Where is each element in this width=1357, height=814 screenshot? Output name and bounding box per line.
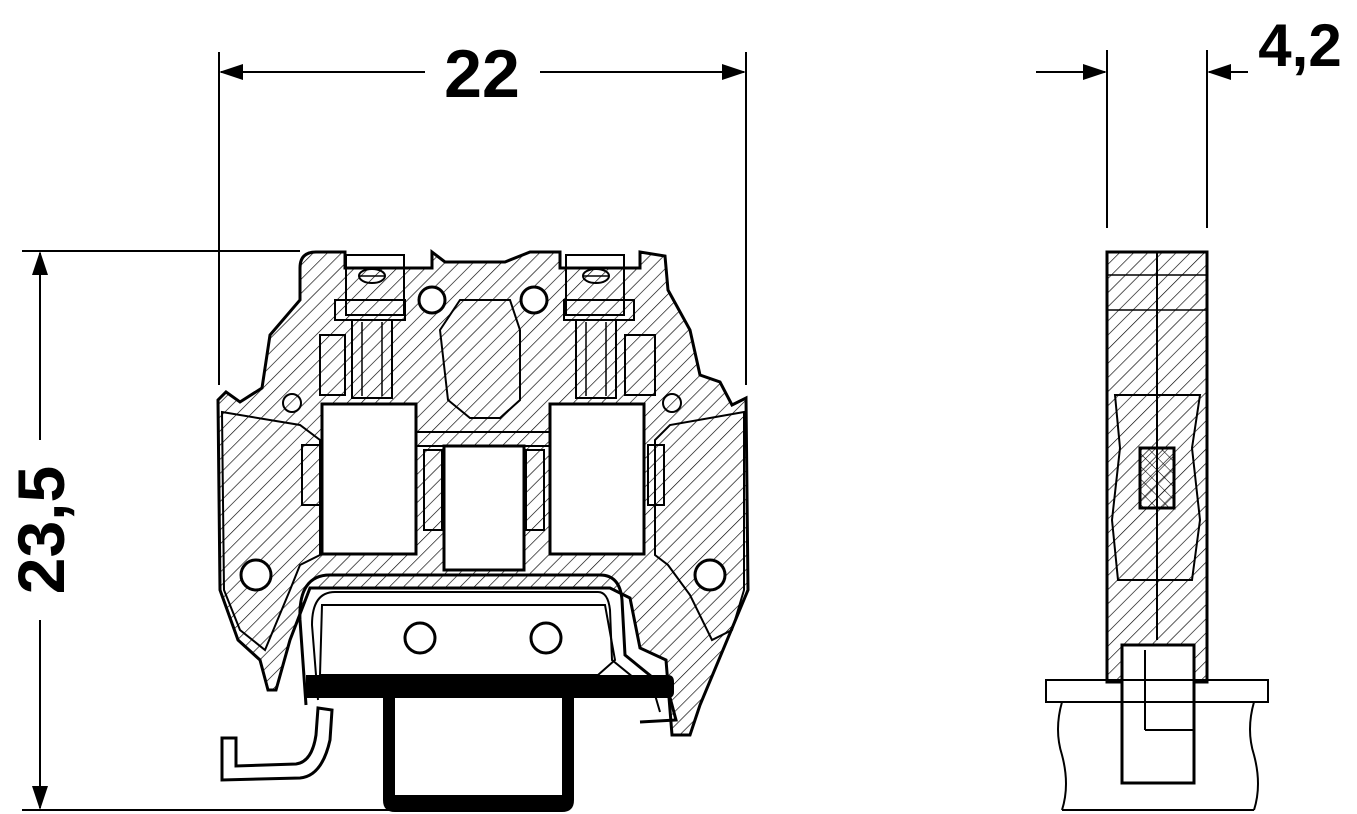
- terminal-block-front-view: [216, 248, 750, 782]
- left-clamp-sleeve: [320, 402, 418, 556]
- mounting-spring-clip-inner: [310, 591, 661, 713]
- mounting-spring-clip: [298, 573, 678, 724]
- center-top-section: [438, 299, 521, 419]
- thickness-dimension: 4,2: [1036, 12, 1342, 228]
- thickness-dimension-label: 4,2: [1258, 12, 1341, 79]
- right-clamp-screw: [563, 254, 635, 399]
- right-insulation-section: [654, 410, 745, 642]
- upper-left-cross: [319, 334, 346, 396]
- height-dimension-label: 23,5: [4, 466, 78, 594]
- din-rail-side-top: [1045, 679, 1269, 703]
- hole-mid-right: [662, 393, 682, 413]
- bottom-foot-section: [318, 604, 617, 676]
- hole-foot-left: [403, 621, 437, 655]
- left-insulation-section: [220, 410, 321, 652]
- width-dimension-label: 22: [444, 36, 520, 112]
- side-clamp-profile: [1110, 394, 1202, 581]
- hole-foot-right: [529, 621, 563, 655]
- center-conductor: [442, 444, 526, 572]
- hole-low-right: [693, 558, 727, 592]
- hole-mid-left: [282, 393, 302, 413]
- height-dimension: 23,5: [4, 250, 390, 811]
- terminal-block-side-view: [1045, 250, 1269, 811]
- hole-low-left: [239, 558, 273, 592]
- upper-right-cross: [624, 334, 656, 396]
- din-rail-side-break-right: [1249, 701, 1259, 811]
- right-clamp-sleeve: [548, 402, 646, 556]
- right-side-insert: [647, 444, 665, 506]
- hole-top-left: [417, 285, 447, 315]
- width-dimension: 22: [218, 36, 747, 385]
- left-clamp-screw: [334, 254, 406, 399]
- center-left-insert: [423, 449, 443, 531]
- din-rail-front-inner: [395, 698, 562, 795]
- release-lever: [220, 706, 334, 782]
- center-right-insert: [525, 449, 545, 531]
- side-foot-block: [1120, 643, 1196, 785]
- left-side-insert: [301, 444, 321, 506]
- din-rail-side-break-left: [1057, 701, 1067, 811]
- side-clamp-insert: [1138, 446, 1176, 510]
- hole-top-right: [519, 285, 549, 315]
